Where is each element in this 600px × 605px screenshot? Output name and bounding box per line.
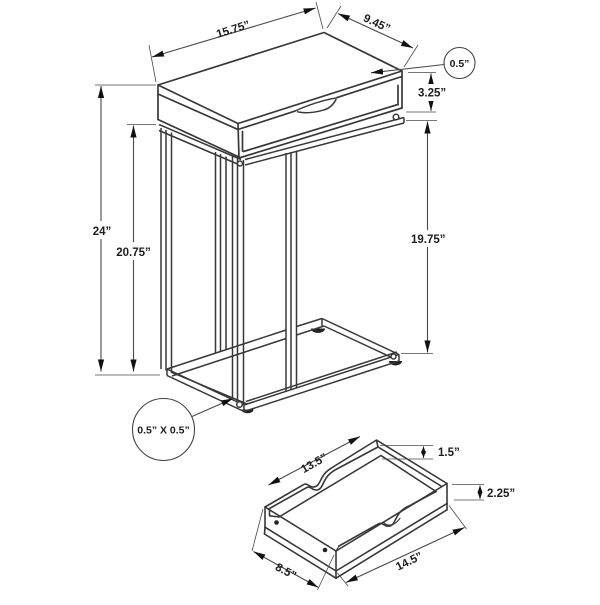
svg-text:24”: 24” [93, 226, 112, 238]
svg-text:0.5”: 0.5” [450, 58, 470, 70]
svg-text:19.75”: 19.75” [411, 234, 446, 246]
svg-text:1.5”: 1.5” [438, 447, 460, 459]
svg-text:3.25”: 3.25” [418, 88, 446, 100]
svg-text:2.25”: 2.25” [487, 488, 515, 500]
svg-text:0.5” X 0.5”: 0.5” X 0.5” [137, 425, 190, 437]
svg-text:20.75”: 20.75” [116, 247, 151, 259]
